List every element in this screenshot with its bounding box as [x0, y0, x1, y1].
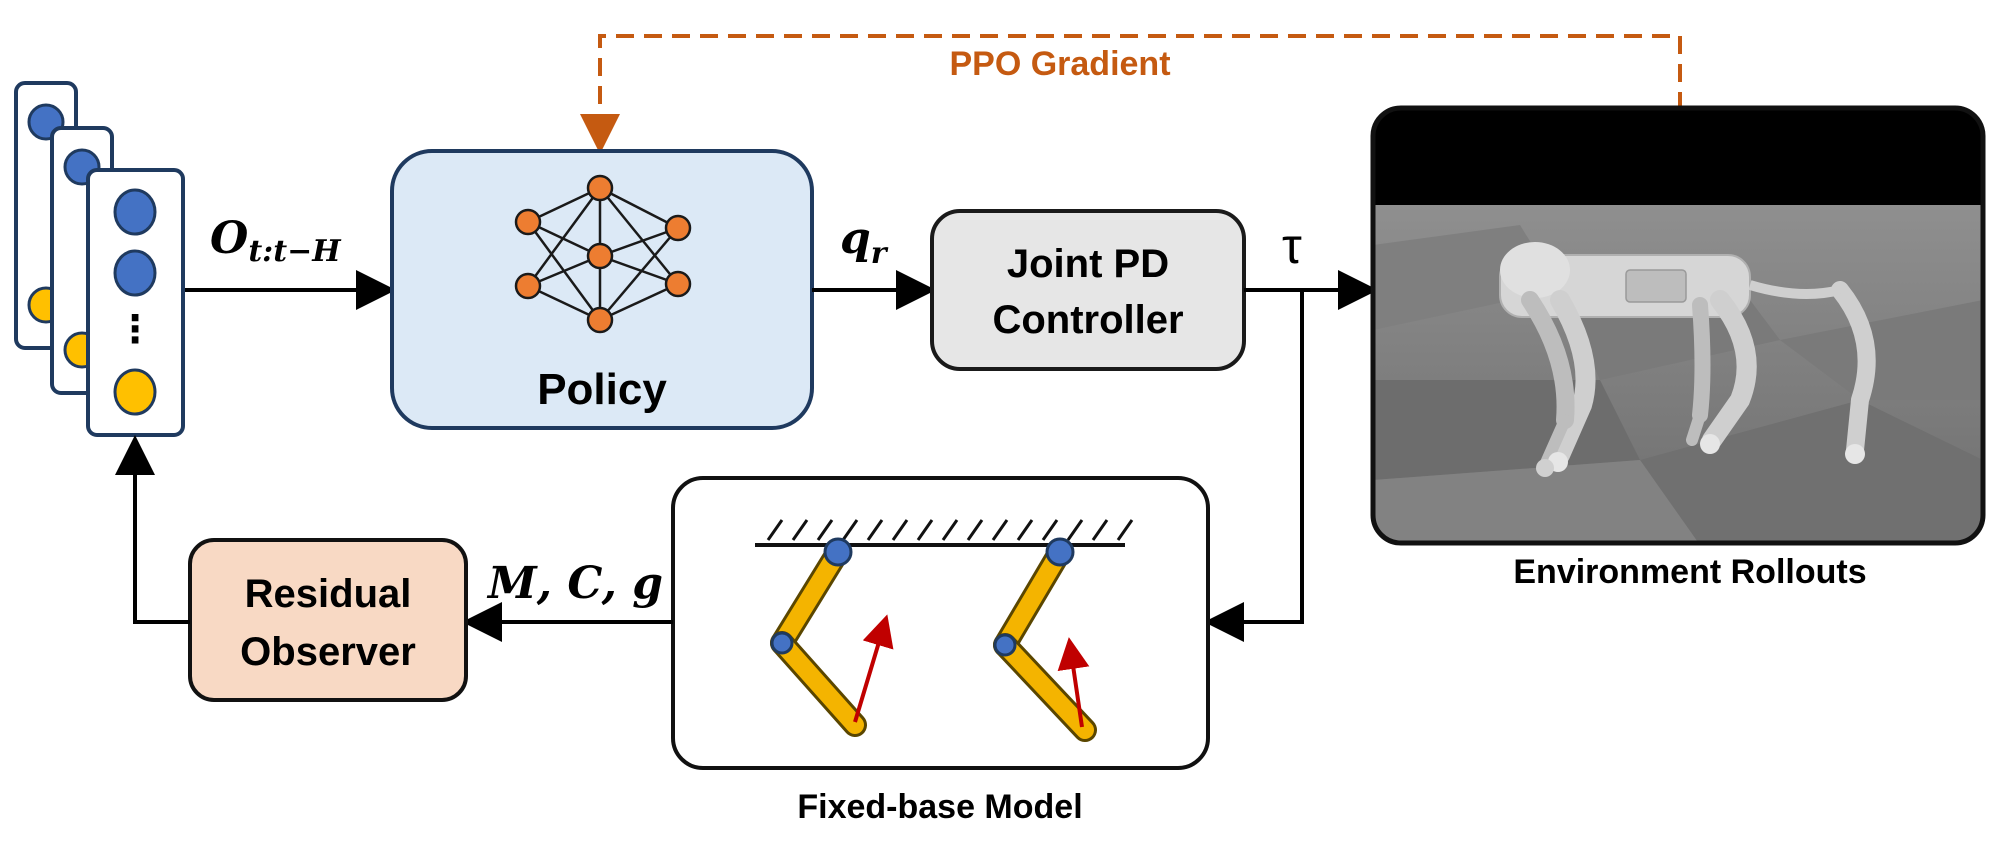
fixed-base-legs-icon [755, 519, 1134, 742]
residual-label-line2: Observer [240, 630, 416, 674]
ppo-gradient-path [580, 34, 1682, 154]
qr-symbol: qr [840, 213, 889, 271]
joint-pd-label-line1: Joint PD [1007, 242, 1169, 286]
obs-subscript: t:t−H [248, 234, 342, 269]
observation-stack-icon: ⋮ [14, 81, 185, 437]
mcg-label: M, C, g [486, 558, 663, 609]
policy-label: Policy [537, 365, 667, 414]
fixed-base-box [671, 476, 1210, 770]
ppo-gradient-label: PPO Gradient [949, 45, 1170, 83]
obs-symbol: Ot:t−H [210, 213, 342, 269]
obs-letter: O [210, 213, 248, 264]
qr-subscript: r [871, 236, 889, 271]
arrow-tau-to-fixed-base [1204, 290, 1304, 642]
residual-observer-box [188, 538, 468, 702]
environment-rollouts-label: Environment Rollouts [1513, 553, 1866, 591]
qr-letter: q [840, 213, 871, 264]
residual-label-line1: Residual [245, 572, 412, 616]
fixed-base-model-label: Fixed-base Model [797, 788, 1082, 826]
quadruped-robot-simulation [1370, 105, 1986, 546]
joint-pd-box [930, 209, 1246, 371]
arrow-residual-to-observations [115, 435, 190, 624]
joint-pd-label-line2: Controller [992, 298, 1183, 342]
tau-symbol: τ [1282, 218, 1302, 274]
ellipsis-text: ⋮ [116, 309, 154, 351]
neural-network-icon [514, 174, 692, 334]
